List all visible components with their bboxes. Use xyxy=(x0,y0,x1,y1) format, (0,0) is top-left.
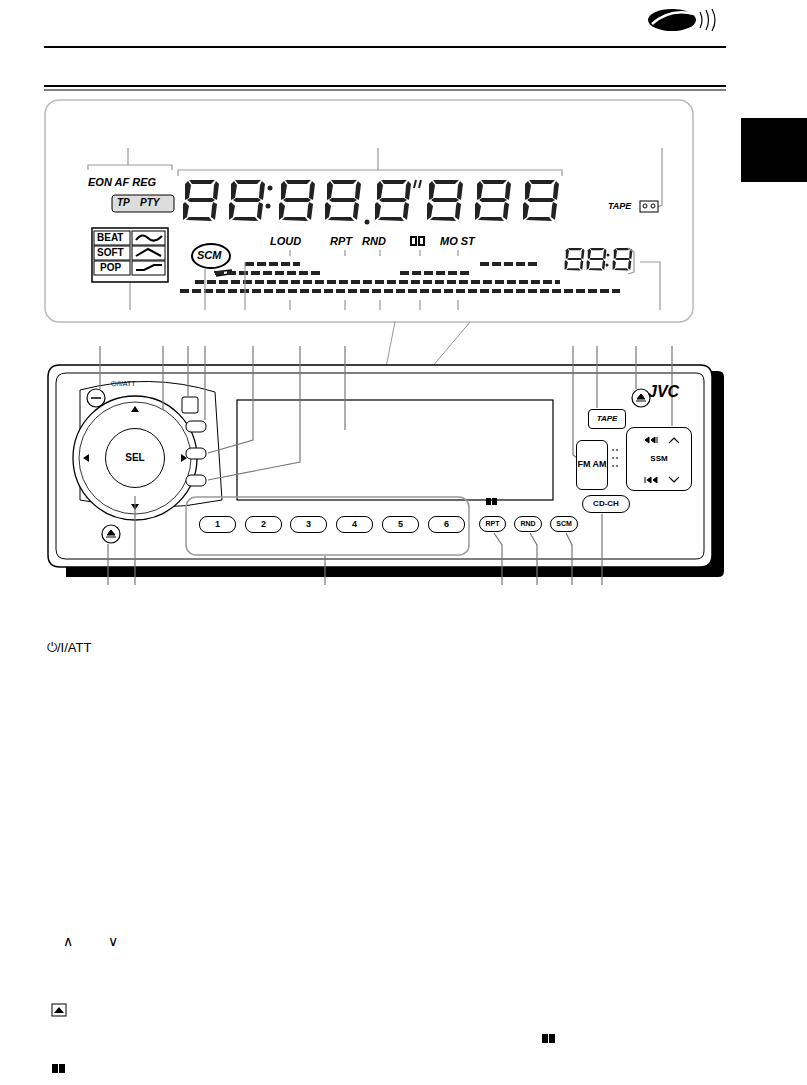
body-text: ∧ xyxy=(63,934,73,948)
panel-button: 5 xyxy=(382,516,419,533)
panel-button: SEL xyxy=(105,428,165,488)
mode-text: SOFT xyxy=(97,248,124,258)
indicator-text: PTY xyxy=(140,198,159,208)
button-label: 6 xyxy=(444,520,449,529)
indicator-text: LOUD xyxy=(270,236,301,247)
panel-button: 6 xyxy=(428,516,465,533)
button-label: FM AM xyxy=(577,460,606,469)
indicator-text: SCM xyxy=(197,250,221,261)
panel-button: CD-CH xyxy=(582,495,630,513)
button-label: 4 xyxy=(352,520,357,529)
button-label: RND xyxy=(520,520,535,527)
button-caption: ⏻/I/ATT xyxy=(111,380,136,387)
button-label: 2 xyxy=(261,520,266,529)
button-label: 5 xyxy=(398,520,403,529)
panel-button: RPT xyxy=(479,516,506,532)
panel-button: 2 xyxy=(245,516,282,533)
panel-button: SSM xyxy=(626,427,692,491)
button-label: SCM xyxy=(556,520,572,527)
button-label: 1 xyxy=(215,520,220,529)
indicator-text: TP xyxy=(117,198,130,208)
button-label: 3 xyxy=(306,520,311,529)
button-label: CD-CH xyxy=(593,500,619,508)
button-label: RPT xyxy=(486,520,500,527)
indicator-text: RND xyxy=(362,236,386,247)
indicator-text: TAPE xyxy=(608,202,631,211)
indicator-text: EON AF REG xyxy=(88,177,156,188)
indicator-text: MO ST xyxy=(440,236,475,247)
button-label: SEL xyxy=(125,453,144,464)
brand-logo: JVC xyxy=(648,384,679,400)
panel-button: 1 xyxy=(199,516,236,533)
body-text: ⏻/I/ATT xyxy=(47,641,91,654)
button-label: SSM xyxy=(650,455,667,463)
panel-button: RND xyxy=(514,516,542,532)
panel-button: FM AM xyxy=(576,440,608,490)
mode-text: POP xyxy=(100,263,121,273)
panel-button: TAPE xyxy=(588,409,626,429)
body-text: ∨ xyxy=(108,934,118,948)
mode-text: BEAT xyxy=(97,233,123,243)
indicator-text: RPT xyxy=(330,236,352,247)
panel-button: 4 xyxy=(336,516,373,533)
button-label: TAPE xyxy=(597,415,618,423)
panel-button: 3 xyxy=(290,516,327,533)
panel-button: SCM xyxy=(550,516,578,532)
